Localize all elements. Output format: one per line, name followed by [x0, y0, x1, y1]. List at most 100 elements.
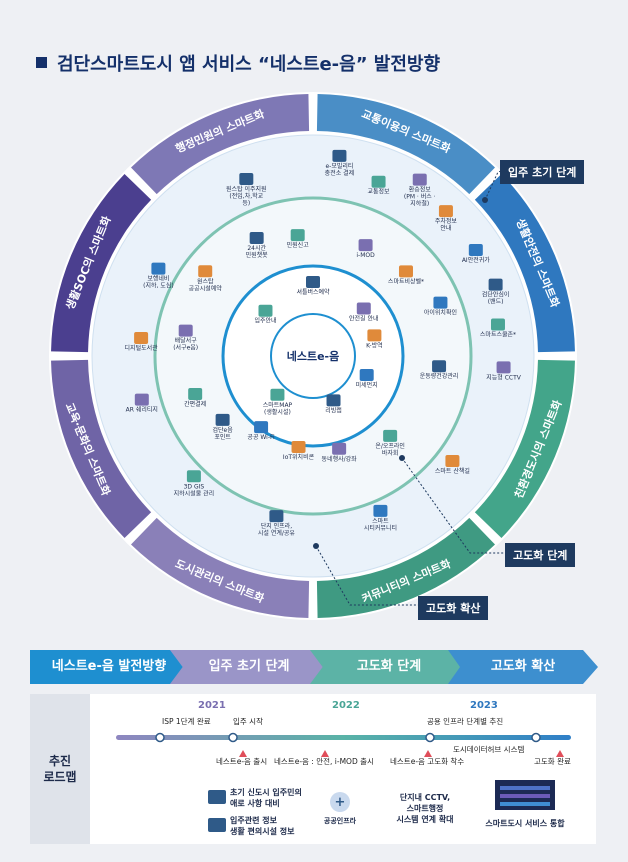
- service-label: 운동량건강관리: [420, 372, 459, 380]
- service-icon: [490, 318, 505, 331]
- timeline-bar: [116, 735, 571, 740]
- phase-stage1: 입주 초기 단계: [170, 650, 328, 684]
- event-datahub: 도시데이터허브 시스템: [453, 745, 525, 754]
- service-label: e-모빌리티: [325, 162, 353, 170]
- leader-dot: [399, 455, 405, 461]
- service-label: (PM · 버스 ·: [404, 193, 436, 201]
- phase-direction: 네스트e-음 발전방향: [30, 650, 188, 684]
- service-icon: [358, 239, 373, 252]
- service-label: 스마트 산책길: [435, 467, 470, 475]
- phase-stage2: 고도화 단계: [310, 650, 468, 684]
- callout-stage1: 입주 초기 단계: [500, 160, 585, 184]
- service-label: 주차정보: [435, 217, 458, 225]
- callout-leaders: [313, 169, 506, 606]
- roadmap-label: 추진 로드맵: [30, 694, 90, 844]
- service-icon: [151, 262, 166, 275]
- service-item: 동네행사/강좌: [322, 442, 357, 463]
- wheel-rings: 네스트e-음: [49, 92, 577, 620]
- service-icon: [359, 369, 374, 381]
- service-icon: [398, 265, 413, 278]
- service-label: 민원신고: [287, 241, 310, 249]
- service-label: AI안전귀가: [462, 256, 490, 264]
- service-icon: [412, 173, 427, 186]
- service-label: 등): [242, 200, 250, 207]
- release-marker-icon: [556, 750, 564, 757]
- year-2022: 2022: [332, 700, 360, 711]
- service-label: 아이위치확인: [424, 309, 457, 317]
- service-label: 바자회: [382, 449, 399, 457]
- resident-icon: [208, 790, 226, 804]
- service-item: 안전길 안내: [349, 302, 379, 322]
- service-item: 원스탑 이주지원(전입,차,학교등): [226, 172, 267, 207]
- service-item: AI안전귀가: [462, 244, 490, 264]
- event-safety-imod: 네스트e-음 : 안전, i-MOD 출시: [274, 757, 374, 766]
- release-marker-icon: [239, 750, 247, 757]
- service-icon: [496, 361, 511, 374]
- service-icon: [134, 331, 149, 344]
- service-icon: [432, 360, 447, 373]
- event-isp: ISP 1단계 완료: [162, 717, 211, 726]
- roadmap-timeline: +: [116, 732, 571, 812]
- service-icon: [445, 454, 460, 467]
- service-item: 보행네비(지하, 도심): [143, 262, 174, 290]
- service-item: 간편결제: [184, 388, 206, 408]
- plus-circle-icon: [330, 792, 350, 812]
- service-label: 충전소 결제: [325, 169, 355, 177]
- service-label: (전입,차,학교: [229, 192, 263, 200]
- milestone-dot: [425, 732, 435, 743]
- service-label: 디지털도서관: [125, 344, 159, 352]
- event-upgrade-start: 네스트e-음 고도화 착수: [390, 757, 465, 766]
- service-icon: [215, 413, 230, 426]
- service-icon: [249, 232, 264, 245]
- service-label: 공공 Wi-Fi: [247, 434, 275, 441]
- service-icon: [332, 149, 347, 162]
- service-icon: [367, 329, 382, 342]
- title-bullet-icon: [36, 57, 47, 68]
- service-icon: [433, 296, 448, 309]
- service-icon: [438, 205, 453, 218]
- leader-line: [401, 457, 505, 554]
- service-icon: [254, 421, 269, 434]
- service-label: 안내: [440, 224, 451, 232]
- phase-stage3: 고도화 확산: [448, 650, 598, 684]
- event-launch: 네스트e-음 출시: [216, 757, 268, 766]
- service-item: 운동량건강관리: [420, 360, 459, 380]
- service-item: i-MOD: [356, 239, 375, 259]
- sector-segment: [51, 359, 152, 539]
- service-label: 검단안심이: [482, 291, 510, 299]
- service-label: 간편결제: [184, 400, 206, 408]
- service-icon: [371, 175, 386, 188]
- service-label: 안전길 안내: [349, 314, 379, 322]
- year-2023: 2023: [470, 700, 498, 711]
- event-move-in: 입주 시작: [233, 717, 263, 726]
- service-label: 단지 인프라,: [261, 522, 293, 530]
- service-icon: [186, 470, 201, 483]
- milestone-dot: [228, 732, 238, 743]
- year-2021: 2021: [198, 700, 226, 711]
- service-label: 민원챗봇: [246, 251, 269, 259]
- service-item: 단지 인프라,시설 연계/공유: [258, 510, 295, 537]
- service-label: 지하시설물 관리: [174, 489, 215, 497]
- service-label: 입주안내: [254, 317, 276, 325]
- service-label: 스마트비상벨*: [388, 277, 424, 285]
- core-circle: [270, 313, 356, 399]
- service-label: 포인트: [214, 434, 231, 441]
- event-infra: 공용 인프라 단계별 추진: [427, 717, 504, 726]
- service-label: 시티커뮤니티: [364, 524, 397, 532]
- service-icon: [134, 393, 149, 406]
- thumbnail-detail: [500, 802, 550, 806]
- service-item: 스마트스쿨존*: [480, 318, 516, 339]
- service-label: 검단e음: [212, 426, 233, 434]
- service-icon: [488, 278, 503, 291]
- service-label: 리빙랩: [325, 406, 342, 414]
- service-item: IoT위치비콘: [283, 440, 315, 461]
- service-label: 교통정보: [368, 189, 391, 196]
- service-item: 검단안심이(밴드): [482, 278, 510, 306]
- service-label: K-방역: [366, 341, 383, 349]
- callout-stage3: 고도화 확산: [418, 596, 489, 620]
- service-icon: [356, 302, 371, 315]
